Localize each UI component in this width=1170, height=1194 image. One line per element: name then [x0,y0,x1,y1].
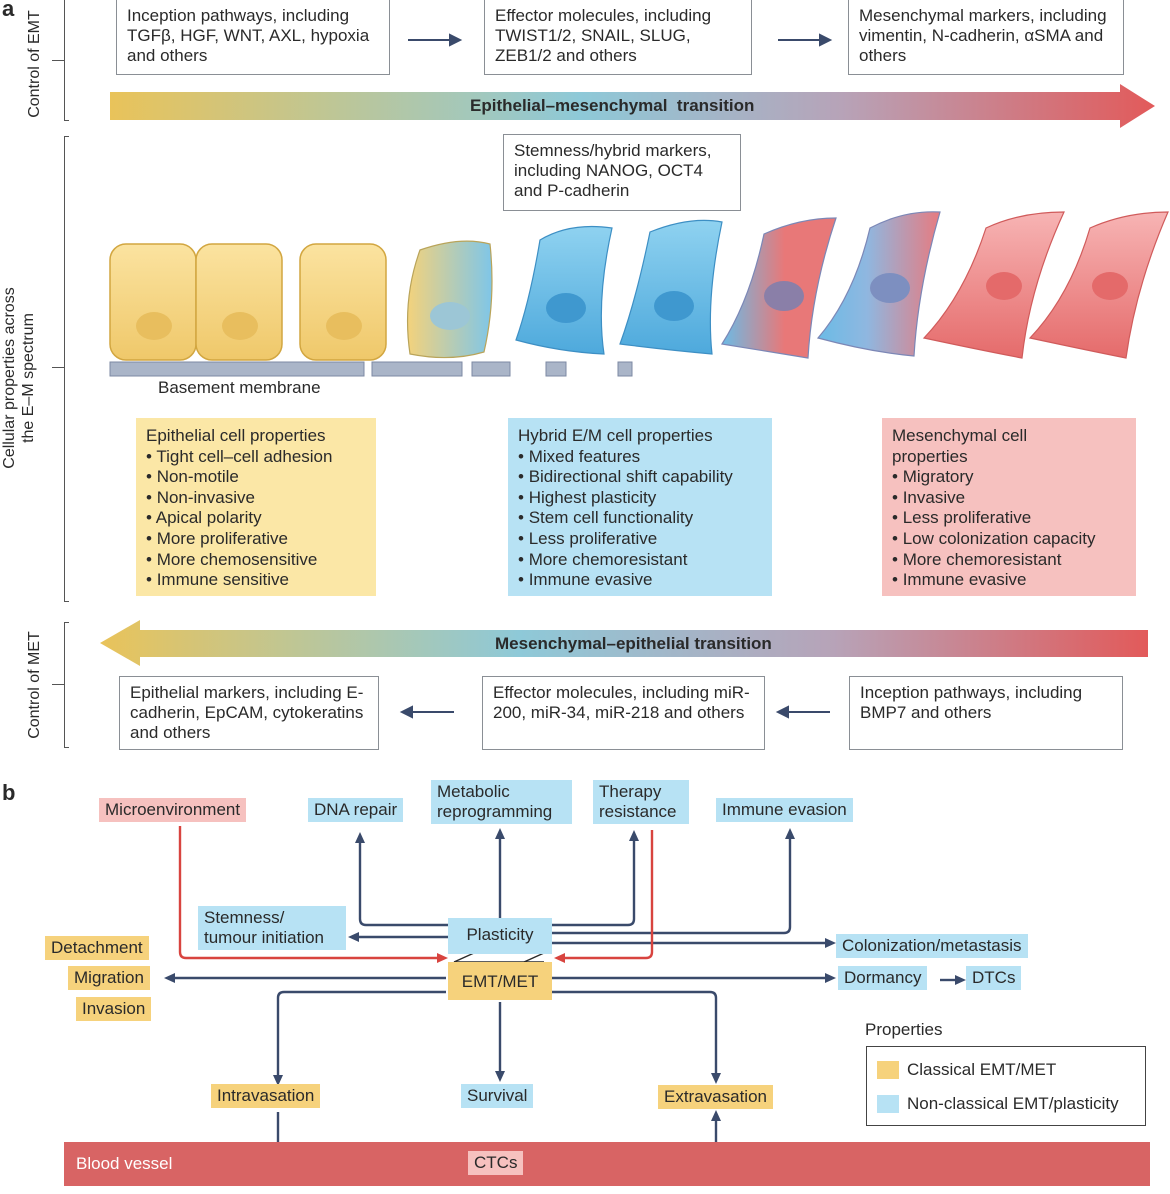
mesenchymal-property-item: Less proliferative [892,508,1126,529]
hybrid-property-item: More chemoresistant [518,550,762,571]
cell-epithelial-1 [109,243,197,361]
met-step-arrow-1 [399,705,454,719]
epithelial-property-item: More chemosensitive [146,550,366,571]
epithelial-property-item: More proliferative [146,529,366,550]
dtcs-label: DTCs [966,966,1022,990]
legend-swatch-nonclassical [877,1095,899,1113]
epithelial-property-item: Non-motile [146,467,366,488]
arrow-emt-extravasation [552,990,718,1074]
met-control-bracket [64,622,69,748]
detachment-label: Detachment [45,936,149,960]
met-control-tick [52,684,64,685]
arrow-emt-intravasation [276,990,446,1076]
emt-step-arrow-1 [408,33,463,47]
blood-vessel-bar: Blood vessel CTCs [64,1142,1150,1186]
arrow-plasticity-immune [552,836,792,935]
mesenchymal-property-item: Low colonization capacity [892,529,1126,550]
migration-label: Migration [68,966,150,990]
met-inception-box: Inception pathways, including BMP7 and o… [849,676,1123,750]
emt-inception-box: Inception pathways, including TGFβ, HGF,… [116,0,390,75]
met-gradient-arrow [100,620,1148,666]
emt-effector-box: Effector molecules, including TWIST1/2, … [484,0,752,75]
cellular-bracket [64,136,69,602]
mesenchymal-properties-title: Mesenchymal cell properties [892,426,1028,466]
legend-box: Classical EMT/MET Non-classical EMT/plas… [866,1046,1146,1126]
hybrid-properties-box: Hybrid E/M cell properties Mixed feature… [508,418,772,596]
cell-mesenchymal-2 [1028,211,1169,359]
legend-title: Properties [865,1020,943,1039]
panel-b-letter: b [2,780,16,805]
epithelial-property-item: Tight cell–cell adhesion [146,447,366,468]
therapy-resistance-label: Therapy resistance [593,780,689,824]
survival-label: Survival [461,1084,534,1108]
immune-evasion-label: Immune evasion [716,798,853,822]
mesenchymal-property-item: Migratory [892,467,1126,488]
metabolic-reprogramming-label: Metabolic reprogramming [431,780,572,824]
emt-gradient-arrow [110,84,1155,128]
epithelial-properties-box: Epithelial cell properties Tight cell–ce… [136,418,376,596]
cellular-tick [52,367,64,368]
epithelial-property-item: Non-invasive [146,488,366,509]
legend-label-classical: Classical EMT/MET [907,1060,1057,1079]
cell-epithelial-2 [195,243,283,361]
arrow-microenvironment-emt [178,826,438,960]
intravasation-label: Intravasation [211,1084,321,1108]
panel-a-graphics [100,33,1169,719]
mesenchymal-property-item: Immune evasive [892,570,1126,591]
mesenchymal-property-item: Invasive [892,488,1126,509]
emt-step-arrow-2 [778,33,833,47]
cell-hybrid-1 [515,225,613,355]
invasion-label: Invasion [76,997,152,1021]
epithelial-properties-title: Epithelial cell properties [146,426,326,445]
legend-label-nonclassical: Non-classical EMT/plasticity [907,1094,1119,1113]
mesenchymal-property-item: More chemoresistant [892,550,1126,571]
blood-vessel-label: Blood vessel [76,1154,173,1173]
ctcs-label: CTCs [468,1151,524,1175]
stemness-markers-box: Stemness/hybrid markers, including NANOG… [503,134,741,211]
hybrid-property-item: Mixed features [518,447,762,468]
basement-membrane [109,361,633,377]
arrow-plasticity-therapy [552,838,636,927]
met-step-arrow-2 [775,705,830,719]
emt-control-tick [52,60,64,61]
dna-repair-label: DNA repair [308,798,404,822]
cell-epithelial-3 [299,243,387,361]
cell-hybrid-2 [619,219,723,355]
microenvironment-label: Microenvironment [99,798,247,822]
hybrid-property-item: Stem cell functionality [518,508,762,529]
mesenchymal-properties-box: Mesenchymal cell properties Migratory In… [882,418,1136,596]
plasticity-label: Plasticity [448,918,552,954]
cell-mesenchymal-1 [922,211,1065,359]
emt-met-label: EMT/MET [448,962,552,1000]
legend-swatch-classical [877,1061,899,1079]
stemness-label: Stemness/ tumour initiation [198,906,346,950]
hybrid-property-item: Immune evasive [518,570,762,591]
panel-a-letter: a [2,0,15,21]
cell-hybrid-3 [721,217,837,359]
cell-transitioning [406,240,493,359]
hybrid-property-item: Bidirectional shift capability [518,467,762,488]
dormancy-label: Dormancy [838,966,928,990]
epithelial-property-item: Immune sensitive [146,570,366,591]
hybrid-property-item: Less proliferative [518,529,762,550]
met-epithelial-markers-box: Epithelial markers, including E-cadherin… [119,676,379,750]
met-effector-box: Effector molecules, including miR-200, m… [482,676,765,750]
colonization-label: Colonization/metastasis [836,934,1028,958]
emt-arrow-label: Epithelial–mesenchymal transition [470,96,755,115]
arrow-plasticity-dna-repair [358,840,448,927]
basement-membrane-label: Basement membrane [158,378,321,397]
epithelial-property-item: Apical polarity [146,508,366,529]
cell-hybrid-4 [816,211,941,357]
met-arrow-label: Mesenchymal–epithelial transition [495,634,772,653]
hybrid-properties-title: Hybrid E/M cell properties [518,426,713,445]
arrow-therapy-emt [564,830,654,960]
hybrid-property-item: Highest plasticity [518,488,762,509]
extravasation-label: Extravasation [658,1085,773,1109]
emt-mesenchymal-markers-box: Mesenchymal markers, including vimentin,… [848,0,1124,75]
emt-control-bracket [64,0,69,121]
